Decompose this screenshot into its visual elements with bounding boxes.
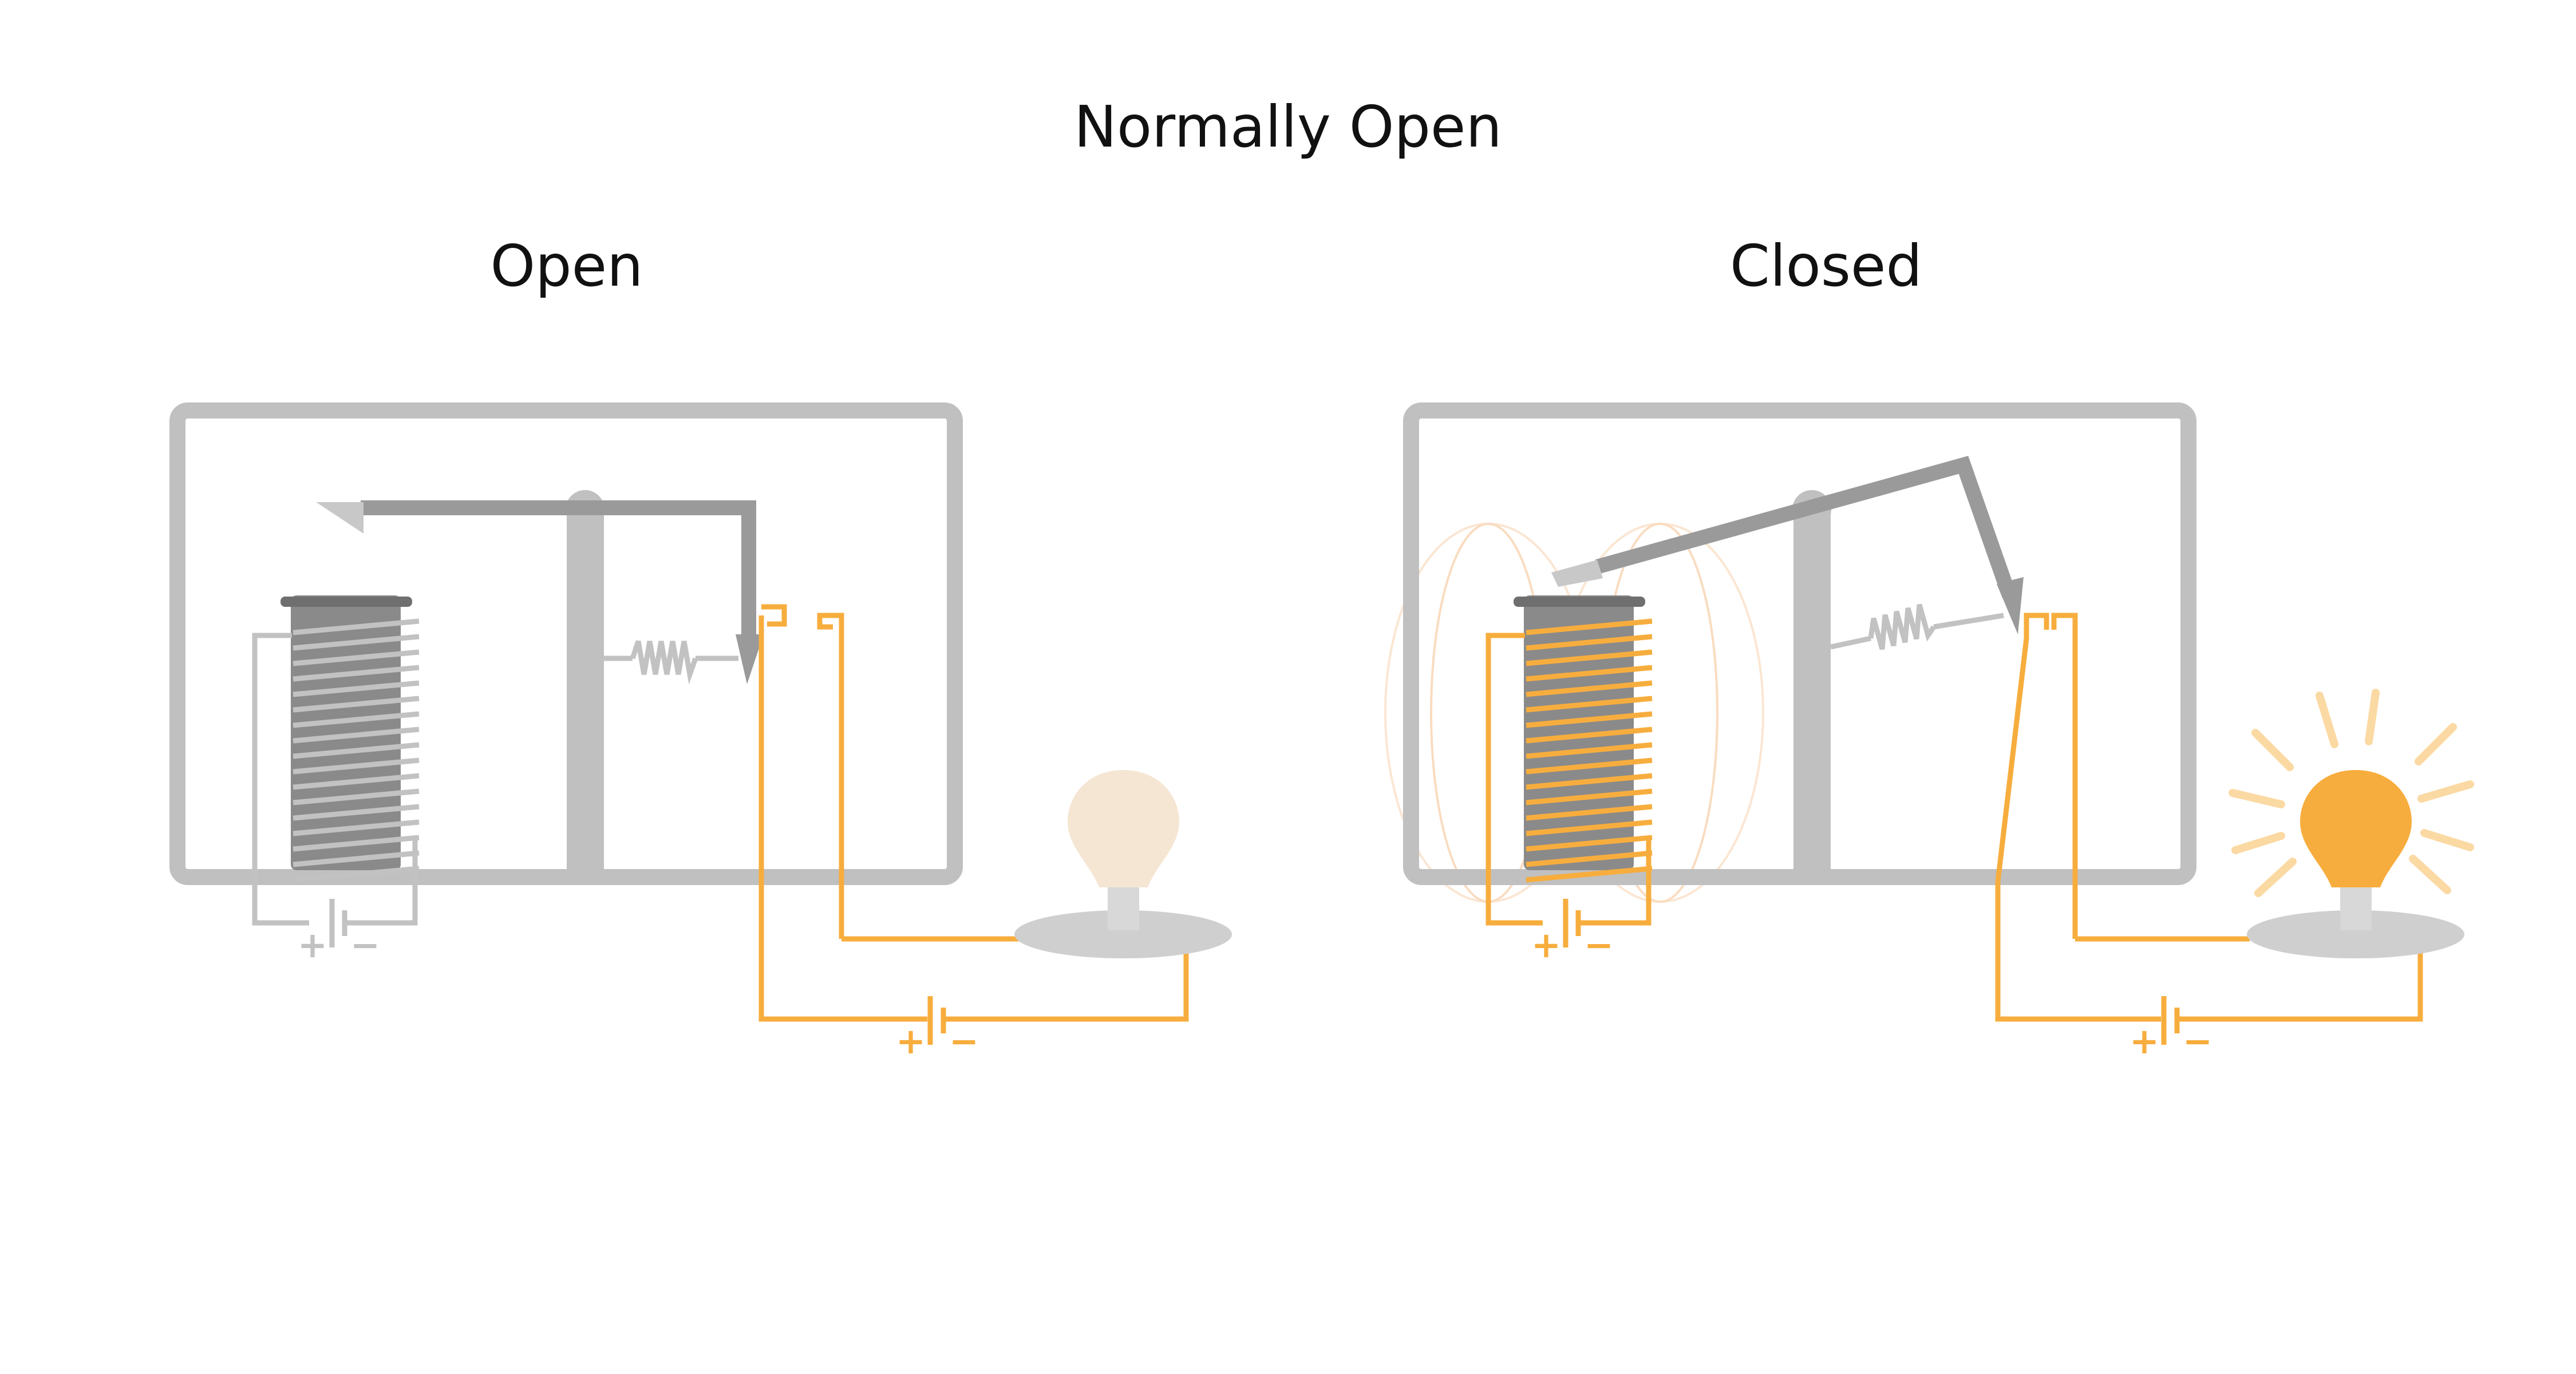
- coil-winding: [293, 850, 420, 867]
- electromagnet-coil-icon: [1485, 595, 1653, 926]
- spring-icon: [604, 640, 738, 685]
- open-load-battery-plus: +: [896, 1020, 926, 1062]
- closed-pivot-post: [1793, 504, 1831, 873]
- coil-winding: [1526, 680, 1653, 697]
- closed-load-battery-icon: [2161, 996, 2180, 1045]
- coil-winding: [1526, 850, 1653, 867]
- coil-winding: [1526, 696, 1653, 713]
- coil-winding: [293, 757, 420, 775]
- closed-armature: [1551, 456, 2024, 634]
- closed-load-battery-minus: −: [2183, 1020, 2212, 1062]
- coil-winding: [293, 665, 420, 682]
- coil-winding: [293, 819, 420, 836]
- light-bulb-icon: [1014, 770, 1232, 958]
- open-state-title: Open: [490, 232, 643, 299]
- closed-load-circuit: [1995, 613, 2423, 1022]
- spring-icon: [1830, 603, 2004, 650]
- coil-winding: [293, 742, 420, 759]
- open-pivot-post: [567, 504, 604, 873]
- coil-winding: [1526, 757, 1653, 775]
- open-coil-battery-icon: [329, 899, 347, 947]
- closed-relay-frame: [1403, 402, 2196, 885]
- coil-winding: [293, 711, 420, 728]
- coil-winding: [1526, 618, 1653, 635]
- coil-winding: [293, 788, 420, 806]
- open-coil-battery-minus: −: [350, 924, 380, 966]
- closed-load-battery-plus: +: [2129, 1020, 2159, 1062]
- coil-winding: [293, 804, 420, 821]
- coil-winding: [293, 835, 420, 852]
- coil-winding: [1526, 773, 1653, 790]
- coil-winding: [1526, 866, 1653, 883]
- coil-winding: [1526, 711, 1653, 728]
- coil-winding: [1526, 634, 1653, 651]
- coil-winding: [1526, 665, 1653, 682]
- coil-winding: [293, 696, 420, 713]
- open-load-circuit: [758, 604, 1189, 1022]
- coil-winding: [293, 618, 420, 635]
- light-bulb-icon: [2229, 689, 2474, 958]
- open-coil-battery-plus: +: [298, 924, 327, 966]
- bulb-rays: [2229, 689, 2474, 897]
- coil-winding: [293, 649, 420, 666]
- coil-winding: [1526, 742, 1653, 759]
- open-load-battery-minus: −: [949, 1020, 979, 1062]
- coil-winding: [293, 634, 420, 651]
- coil-winding: [1526, 835, 1653, 852]
- open-armature: [316, 500, 764, 684]
- open-relay: + − + −: [169, 402, 1232, 1062]
- coil-winding: [1526, 649, 1653, 666]
- open-load-battery-icon: [927, 996, 946, 1045]
- coil-winding: [293, 866, 420, 883]
- coil-winding: [1526, 804, 1653, 821]
- diagram-title: Normally Open: [1074, 93, 1502, 160]
- closed-state-title: Closed: [1730, 232, 1922, 299]
- closed-coil-battery-plus: +: [1531, 924, 1561, 966]
- closed-relay: + − + −: [1384, 402, 2474, 1062]
- closed-coil-battery-minus: −: [1584, 924, 1614, 966]
- coil-winding: [1526, 819, 1653, 836]
- electromagnet-coil-icon: [252, 595, 420, 926]
- coil-winding: [293, 727, 420, 744]
- coil-winding: [293, 680, 420, 697]
- coil-winding: [1526, 788, 1653, 806]
- coil-winding: [1526, 727, 1653, 744]
- closed-coil-battery-icon: [1563, 899, 1581, 947]
- open-relay-frame: [169, 402, 963, 885]
- coil-winding: [293, 773, 420, 790]
